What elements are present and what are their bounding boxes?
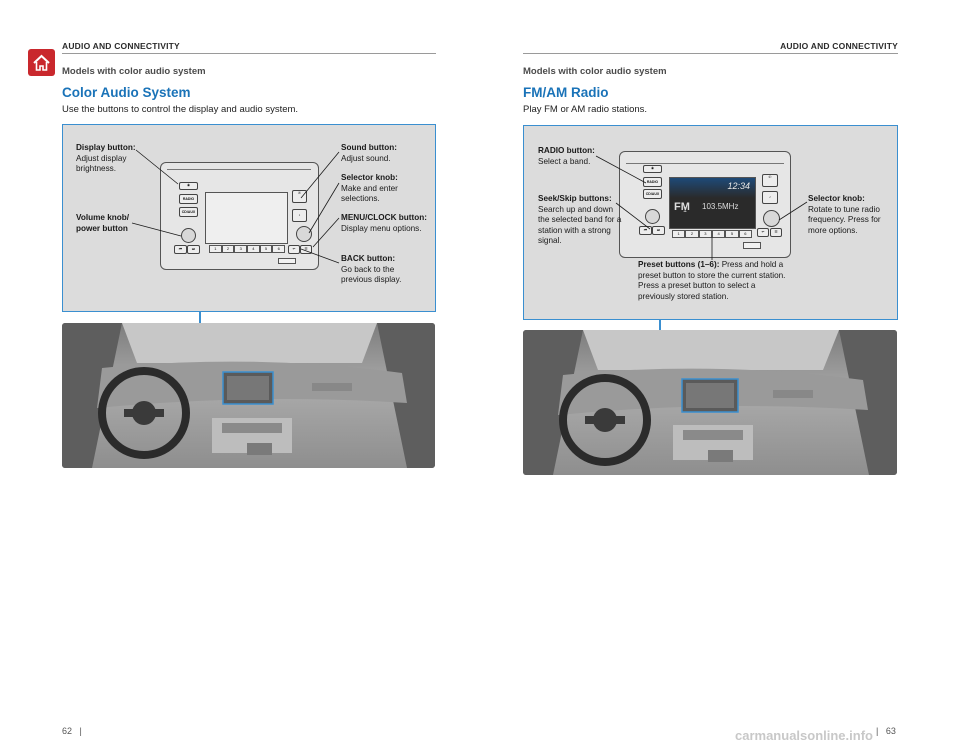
display-button[interactable]: ◉	[179, 182, 198, 190]
diagram-panel: ◉ RADIO CD/AUX ⏮ ⏭ ✆ ♪ ↩ ☰ 1 2 3 4 5 6	[62, 124, 436, 312]
callout-sound: Sound button: Adjust sound.	[341, 143, 427, 164]
preset-button[interactable]: 6	[738, 230, 752, 238]
audio-unit: ◉ RADIO CD/AUX ⏮ ⏭ ✆ ♪ ↩ ☰ 1 2 3 4 5 6	[160, 162, 319, 270]
page-number-value: 62	[62, 726, 73, 736]
menu-clock-button[interactable]: ☰	[300, 245, 312, 254]
callout-label: Selector knob:	[808, 194, 865, 203]
cd-aux-button[interactable]: CD/AUX	[643, 189, 662, 199]
callout-radio: RADIO button: Select a band.	[538, 146, 618, 167]
screen-band: FM	[674, 201, 690, 213]
back-button[interactable]: ↩	[757, 228, 769, 237]
callout-text: Go back to the previous display.	[341, 264, 402, 285]
screen-clock: 12:34	[727, 181, 750, 191]
phone-button[interactable]: ✆	[762, 174, 778, 187]
preset-button[interactable]: 6	[272, 245, 286, 253]
selector-knob[interactable]	[296, 226, 312, 242]
callout-text: Search up and down the selected band for…	[538, 204, 622, 246]
subheading: Models with color audio system	[523, 66, 667, 77]
menu-clock-button[interactable]: ☰	[770, 228, 782, 237]
sound-button[interactable]: ♪	[292, 209, 307, 222]
callout-label: Volume knob/ power button	[76, 213, 130, 233]
home-icon[interactable]	[28, 49, 55, 76]
callout-menu: MENU/CLOCK button: Display menu options.	[341, 213, 433, 234]
preset-button[interactable]: 1	[672, 230, 686, 238]
header-rule	[62, 53, 436, 54]
seek-up-button[interactable]: ⏭	[652, 226, 665, 235]
preset-buttons: 1 2 3 4 5 6	[672, 230, 752, 238]
callout-text: Display menu options.	[341, 223, 422, 233]
display-screen: 12:34 FM 1 103.5MHz	[669, 177, 756, 229]
callout-lines	[131, 149, 340, 264]
callout-text: Press and hold a preset button to store …	[638, 260, 786, 301]
preset-button[interactable]: 1	[209, 245, 222, 253]
header-rule	[523, 53, 898, 54]
screen-preset: 1	[683, 207, 687, 214]
callout-text: Select a band.	[538, 156, 591, 166]
callout-label: Display button:	[76, 143, 136, 152]
callout-selector: Selector knob: Make and enter selections…	[341, 173, 421, 205]
intro-text: Play FM or AM radio stations.	[523, 104, 648, 115]
sound-button[interactable]: ♪	[762, 191, 778, 204]
page-number: | 63	[876, 726, 896, 736]
radio-button[interactable]: RADIO	[179, 194, 198, 204]
callout-back: BACK button: Go back to the previous dis…	[341, 254, 421, 286]
callout-label: Sound button:	[341, 143, 397, 152]
callout-lines	[595, 155, 808, 260]
page-number-value: 63	[885, 726, 896, 736]
callout-display: Display button: Adjust display brightnes…	[76, 143, 156, 175]
seek-up-button[interactable]: ⏭	[187, 245, 200, 254]
preset-button[interactable]: 4	[247, 245, 260, 253]
slot	[743, 242, 761, 249]
seek-down-button[interactable]: ⏮	[174, 245, 187, 254]
intro-text: Use the buttons to control the display a…	[62, 104, 299, 115]
volume-knob[interactable]	[181, 228, 196, 243]
preset-button[interactable]: 4	[711, 230, 726, 238]
callout-selector: Selector knob: Rotate to tune radio freq…	[808, 194, 886, 236]
slot	[278, 258, 296, 264]
preset-button[interactable]: 2	[221, 245, 235, 253]
callout-label: Seek/Skip buttons:	[538, 194, 612, 203]
page-title: FM/AM Radio	[523, 85, 609, 100]
callout-label: Preset buttons (1–6):	[638, 260, 720, 269]
callout-presets: Preset buttons (1–6): Press and hold a p…	[638, 260, 788, 302]
callout-volume: Volume knob/ power button	[76, 213, 138, 234]
back-button[interactable]: ↩	[288, 245, 300, 254]
subheading: Models with color audio system	[62, 66, 206, 77]
callout-text: Rotate to tune radio frequency. Press fo…	[808, 204, 881, 235]
callout-text: Make and enter selections.	[341, 183, 398, 204]
callout-label: BACK button:	[341, 254, 396, 263]
audio-unit: ◉ RADIO CD/AUX ⏮ ⏭ 12:34 FM 1 103.5MHz ✆…	[619, 151, 791, 258]
preset-button[interactable]: 3	[698, 230, 712, 238]
preset-button[interactable]: 5	[259, 245, 273, 253]
watermark: carmanualsonline.info	[735, 728, 873, 743]
preset-button[interactable]: 3	[234, 245, 248, 253]
page-title: Color Audio System	[62, 85, 191, 100]
preset-button[interactable]: 5	[725, 230, 739, 238]
dashboard-photo	[62, 323, 435, 468]
dashboard-photo	[523, 330, 897, 475]
phone-button[interactable]: ✆	[292, 190, 307, 203]
callout-label: RADIO button:	[538, 146, 595, 155]
display-button[interactable]: ◉	[643, 165, 662, 173]
preset-button[interactable]: 2	[685, 230, 699, 238]
volume-knob[interactable]	[645, 209, 660, 224]
callout-seek: Seek/Skip buttons: Search up and down th…	[538, 194, 622, 247]
screen-frequency: 103.5MHz	[702, 202, 739, 211]
display-screen	[205, 192, 288, 244]
section-header: AUDIO AND CONNECTIVITY	[780, 41, 898, 51]
preset-buttons: 1 2 3 4 5 6	[209, 245, 286, 253]
callout-label: Selector knob:	[341, 173, 398, 182]
section-header: AUDIO AND CONNECTIVITY	[62, 41, 180, 51]
page-number: 62 |	[62, 726, 82, 736]
cd-aux-button[interactable]: CD/AUX	[179, 207, 198, 217]
seek-down-button[interactable]: ⏮	[639, 226, 652, 235]
callout-text: Adjust sound.	[341, 153, 391, 163]
callout-text: Adjust display brightness.	[76, 153, 127, 174]
callout-label: MENU/CLOCK button:	[341, 213, 427, 222]
selector-knob[interactable]	[763, 210, 780, 227]
diagram-panel: ◉ RADIO CD/AUX ⏮ ⏭ 12:34 FM 1 103.5MHz ✆…	[523, 125, 898, 320]
